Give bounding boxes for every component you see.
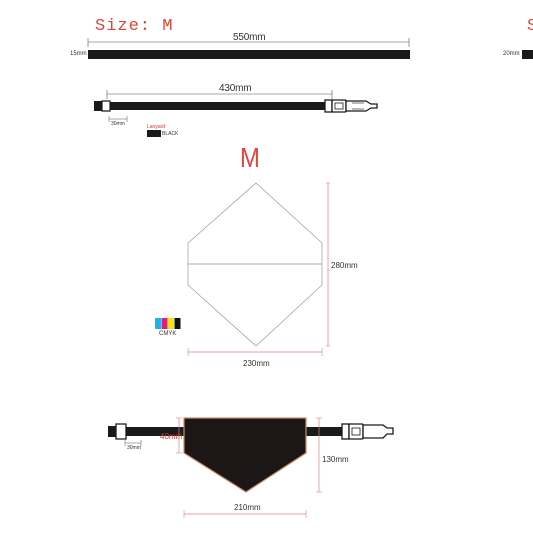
assembled-bandana (183, 417, 307, 493)
assembled-height-label: 130mm (322, 455, 349, 464)
strap-bar-next (522, 50, 533, 59)
cmyk-swatch (168, 318, 174, 329)
assembled-drop-label: 40mm (160, 432, 183, 441)
size-title-next: S (527, 17, 533, 36)
strap-dimension (87, 38, 410, 47)
assembled-width-dimension (183, 510, 307, 518)
bandana-height-dimension (326, 182, 330, 347)
collar-strap (94, 99, 378, 113)
size-title: Size: M (95, 17, 174, 36)
strap-bar (88, 50, 410, 59)
color-swatch (147, 130, 161, 137)
bandana-width-label: 230mm (243, 359, 270, 368)
collar-dimension (106, 90, 333, 99)
cmyk-label: CMYK (159, 331, 177, 337)
swatch-label: BLACK (162, 131, 179, 137)
strap-length-label: 550mm (233, 32, 266, 43)
assembled-width-label: 210mm (234, 503, 261, 512)
cmyk-swatch (161, 318, 168, 329)
cmyk-swatch (174, 318, 181, 329)
bandana-width-dimension (187, 348, 323, 356)
cmyk-swatches (155, 318, 181, 329)
bandana-shape (187, 182, 323, 347)
assembled-height-dimension (316, 417, 322, 493)
strap-width-label: 15mm (70, 51, 87, 57)
assembled-segment-dimension (124, 440, 142, 446)
bandana-height-label: 280mm (331, 261, 358, 270)
strap-width-label-next: 20mm (503, 51, 520, 57)
collar-segment-dimension (108, 116, 128, 122)
assembled-segment-label: 30mm (127, 445, 141, 451)
cmyk-swatch (155, 318, 161, 329)
assembled-drop-dimension (176, 417, 182, 454)
collar-segment-label: 30mm (111, 121, 125, 127)
bandana-size-letter: M (240, 142, 260, 173)
collar-length-label: 430mm (219, 83, 252, 94)
swatch-caption: Lanyard (147, 124, 166, 130)
